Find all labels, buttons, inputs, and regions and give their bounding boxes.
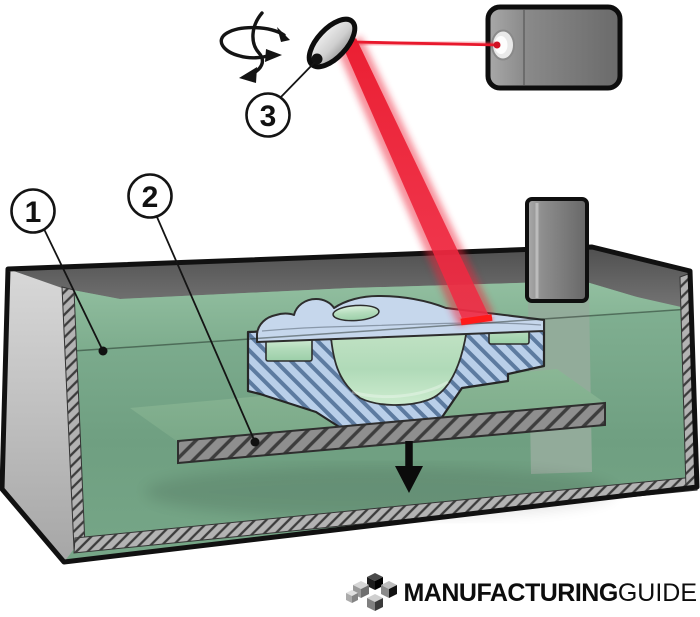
resin-vat <box>0 244 700 565</box>
cured-layer-line <box>460 314 493 326</box>
logo-text: MANUFACTURINGGUIDE <box>403 578 697 607</box>
cube-far-left <box>346 590 359 603</box>
right-wall-cross-hatch <box>680 273 697 489</box>
vat-outline <box>0 244 700 565</box>
platform-front-hatch <box>178 403 605 463</box>
logo-text-bold: MANUFACTURING <box>403 578 618 607</box>
build-platform-front <box>177 401 606 465</box>
resin-surface-line <box>72 308 691 352</box>
beam-horizontal-core <box>353 40 498 47</box>
callouts: 1 2 3 <box>10 61 316 447</box>
bottom-wall-cross-hatch <box>74 477 697 553</box>
manufacturing-guide-logo: MANUFACTURINGGUIDE <box>344 572 697 614</box>
laser-source <box>485 4 623 91</box>
laser-beam <box>337 36 501 327</box>
rotation-arrows-icon <box>219 11 290 83</box>
vat-left-outer-wall <box>2 269 74 562</box>
cube-bottom <box>367 594 384 611</box>
callout-circle-3 <box>245 92 291 138</box>
platform-front-outline <box>177 401 606 465</box>
part-cross-section <box>246 295 546 432</box>
bowl-bottom-highlight <box>351 380 449 399</box>
callout-number-1: 1 <box>25 196 42 229</box>
platform-support-column <box>525 197 589 303</box>
callout-number-3: 3 <box>260 100 277 133</box>
laser-lens-inner <box>494 36 508 54</box>
part-top-hole <box>332 304 380 322</box>
beam-diagonal-core <box>343 38 489 323</box>
leader-line-1 <box>43 228 104 352</box>
part-body-outline <box>246 318 546 432</box>
leader-dot-1 <box>98 346 108 356</box>
left-wall-cross-hatch <box>62 287 85 549</box>
cube-right <box>381 581 398 598</box>
callout-circle-1 <box>10 188 56 234</box>
cube-top <box>367 573 384 590</box>
leader-line-2 <box>156 216 256 443</box>
callout-number-2: 2 <box>142 181 159 214</box>
cubes-logo-icon <box>346 573 398 611</box>
callout-circle-2 <box>127 173 173 219</box>
leader-line-3 <box>278 61 316 100</box>
leader-dot-2 <box>250 437 260 447</box>
beam-lens-spot <box>493 41 501 49</box>
down-arrow-icon <box>395 441 423 493</box>
cap-ridge-line <box>261 322 542 332</box>
logo-text-light: GUIDE <box>617 578 697 607</box>
